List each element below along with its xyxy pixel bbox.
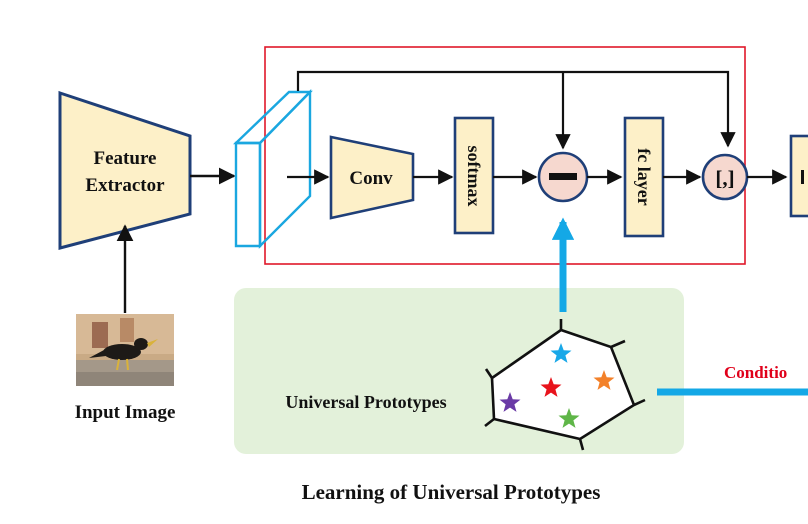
- prototype-region-ticks: [484, 319, 646, 451]
- fc-layer-label: fc layer: [634, 148, 654, 205]
- prototype-stars: [499, 343, 615, 428]
- input-image-label: Input Image: [75, 402, 176, 423]
- star-red-icon: [540, 377, 562, 397]
- condition-label: Conditio: [724, 363, 787, 382]
- attention-module-box: [264, 46, 746, 265]
- star-green-icon: [558, 408, 580, 428]
- feature-map-block: [233, 89, 313, 249]
- universal-prototypes-label: Universal Prototypes: [285, 392, 446, 412]
- conv-label: Conv: [349, 168, 393, 189]
- conv-block: [329, 135, 415, 220]
- next-module-text-stub: [801, 170, 804, 184]
- skip-connection-top: [296, 70, 736, 148]
- input-image-thumbnail: [76, 314, 174, 386]
- feature-extractor-label-line1: Feature: [94, 148, 157, 169]
- panel-title: Learning of Universal Prototypes: [302, 480, 601, 504]
- minus-icon: [549, 173, 577, 180]
- fc-layer-block: [623, 116, 665, 238]
- softmax-block: [453, 116, 495, 235]
- star-purple-icon: [499, 392, 521, 412]
- star-blue-icon: [550, 343, 572, 363]
- concat-label: [,]: [715, 166, 734, 190]
- feature-extractor-label-line2: Extractor: [85, 175, 165, 196]
- star-orange-icon: [593, 370, 615, 390]
- softmax-label: softmax: [464, 146, 484, 207]
- feature-extractor-block: [58, 90, 192, 250]
- next-module-block: [789, 134, 808, 218]
